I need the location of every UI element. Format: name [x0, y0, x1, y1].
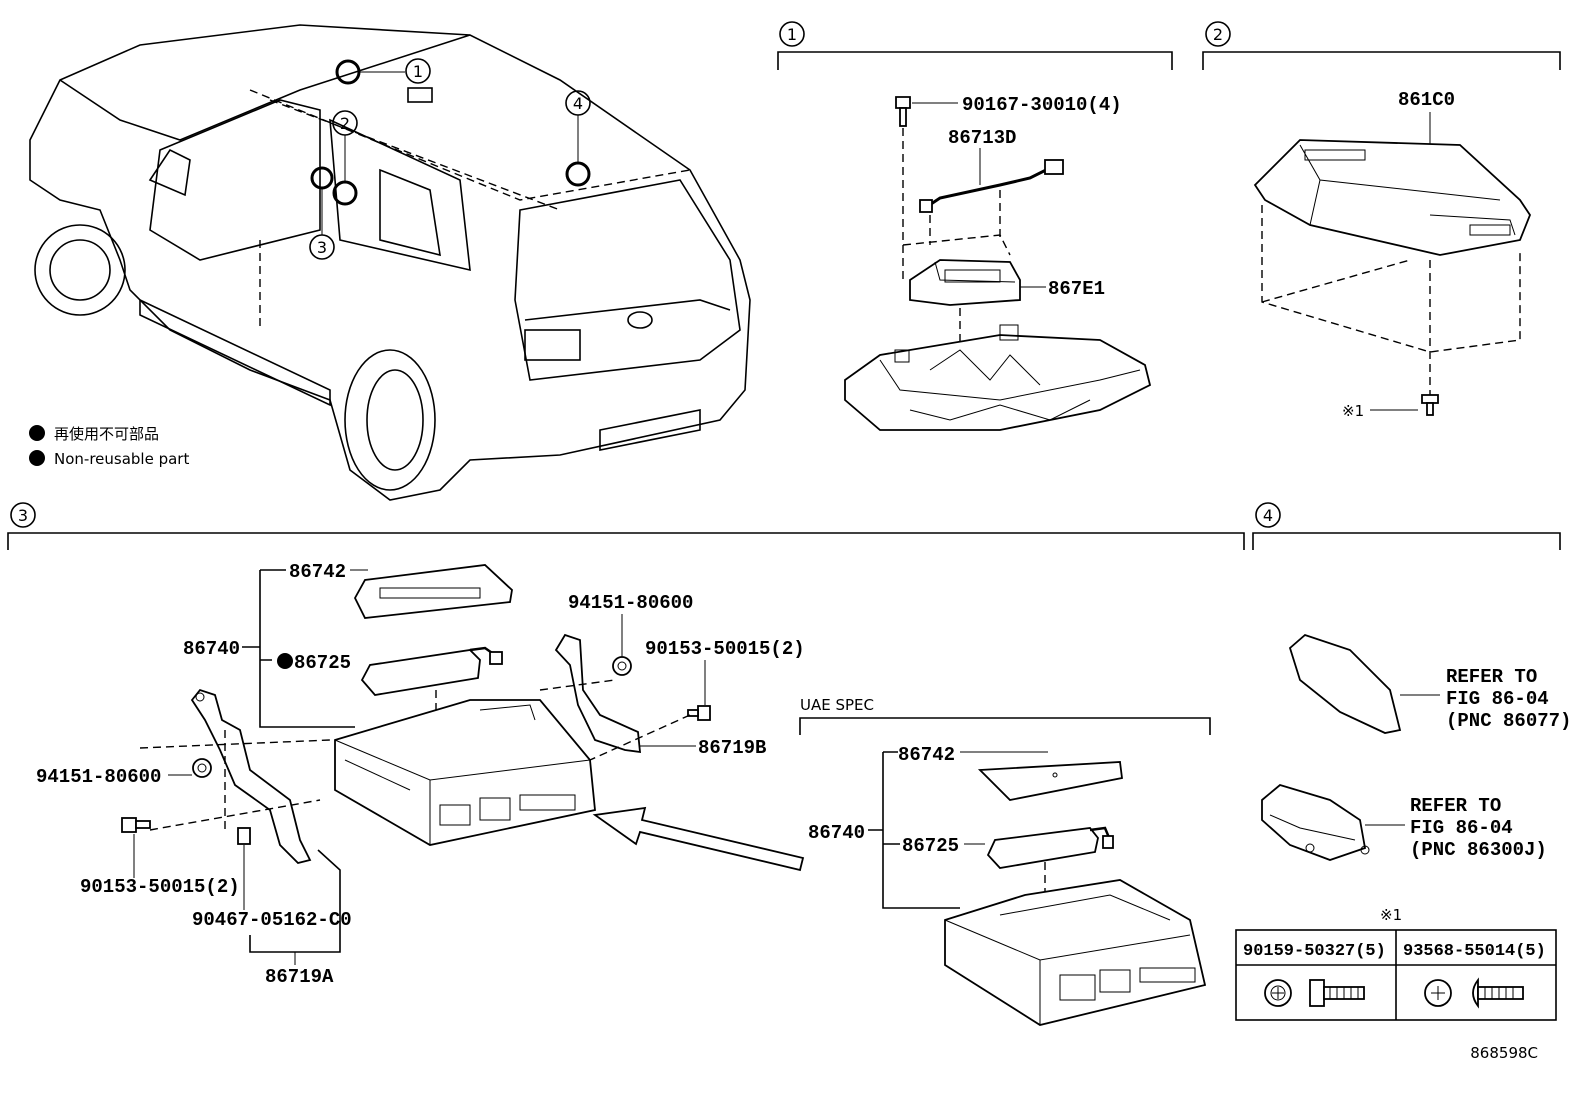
clip-90467-icon: [237, 827, 251, 845]
cover-86742: [353, 564, 513, 619]
non-reusable-dot-icon: [277, 653, 293, 669]
refer-2-line-2: FIG 86-04: [1410, 817, 1513, 839]
label-94151-a: 94151-80600: [568, 592, 693, 614]
section-1-number: 1: [787, 25, 797, 44]
cover-86742-uae: [977, 761, 1123, 801]
battery-86725-uae: [986, 826, 1114, 869]
legend-en: Non-reusable part: [54, 450, 189, 468]
antenna-86300J: [1261, 783, 1370, 861]
telematics-unit-86740: [334, 699, 596, 846]
label-uae-spec: UAE SPEC: [800, 696, 874, 714]
note-mark: ※1: [1380, 906, 1402, 924]
refer-1-line-2: FIG 86-04: [1446, 688, 1549, 710]
section-4-number: 4: [1263, 506, 1273, 525]
overhead-console: [844, 324, 1152, 431]
figure-id: 868598C: [1470, 1044, 1538, 1062]
module-867E1: [909, 259, 1021, 306]
section-3: 3 86742 86740 86725: [7, 502, 1245, 1026]
callout-4: 4: [565, 90, 591, 116]
bracket-86719A: [190, 688, 312, 864]
battery-86725: [360, 646, 503, 696]
label-86713D: 86713D: [948, 127, 1016, 149]
label-86740-a: 86740: [183, 638, 240, 660]
direction-arrow-icon: [592, 806, 805, 872]
ecu-861C0: [1253, 139, 1532, 256]
refer-2-line-1: REFER TO: [1410, 795, 1501, 817]
bolt-ref1-icon: [1421, 394, 1439, 416]
flange-bolt-icon: [1264, 979, 1365, 1007]
pan-screw-icon: [1424, 977, 1524, 1009]
svg-text:2: 2: [340, 114, 350, 133]
telematics-unit-uae: [944, 879, 1207, 1026]
callout-1: 1: [405, 58, 431, 84]
label-86742-a: 86742: [289, 561, 346, 583]
label-90153-a: 90153-50015(2): [645, 638, 805, 660]
table-header-1: 90159-50327(5): [1243, 942, 1386, 961]
legend: 再使用不可部品 Non-reusable part: [29, 425, 189, 468]
bolt-90153-a-icon: [687, 705, 711, 721]
section-4: 4 REFER TO FIG 86-04 (PNC 86077) REFER T…: [1235, 502, 1571, 1021]
svg-text:4: 4: [573, 94, 583, 113]
section-1: 1 90167-30010(4) 86713D 867E1: [777, 21, 1173, 431]
label-86725-b: 86725: [902, 835, 959, 857]
legend-jp: 再使用不可部品: [54, 425, 159, 443]
svg-text:1: 1: [413, 62, 423, 81]
label-86742-b: 86742: [898, 744, 955, 766]
label-90167: 90167-30010(4): [962, 94, 1122, 116]
label-90153-b: 90153-50015(2): [80, 876, 240, 898]
antenna-86077: [1288, 633, 1402, 734]
vehicle-illustration: [29, 24, 751, 501]
label-86719A: 86719A: [265, 966, 334, 988]
screw-90167-icon: [895, 96, 911, 127]
non-reusable-dot-icon: [29, 450, 45, 466]
bolt-90153-b-icon: [121, 817, 151, 833]
label-ref1: ※1: [1342, 402, 1364, 420]
callout-2: 2: [332, 110, 358, 136]
section-2-number: 2: [1213, 25, 1223, 44]
refer-1-line-3: (PNC 86077): [1446, 710, 1571, 732]
bracket-86719B: [554, 633, 642, 754]
callout-3: 3: [309, 234, 335, 260]
refer-2-line-3: (PNC 86300J): [1410, 839, 1547, 861]
label-861C0: 861C0: [1398, 89, 1455, 111]
section-3-number: 3: [18, 506, 28, 525]
label-867E1: 867E1: [1048, 278, 1105, 300]
refer-1-line-1: REFER TO: [1446, 666, 1537, 688]
label-90467: 90467-05162-C0: [192, 909, 352, 931]
nut-94151-b-icon: [192, 758, 212, 778]
label-86725-a: 86725: [294, 652, 351, 674]
table-header-2: 93568-55014(5): [1403, 942, 1546, 961]
non-reusable-dot-icon: [29, 425, 45, 441]
label-86719B: 86719B: [698, 737, 766, 759]
nut-94151-a-icon: [612, 656, 632, 676]
label-86740-b: 86740: [808, 822, 865, 844]
label-94151-b: 94151-80600: [36, 766, 161, 788]
section-2: 2 861C0 ※1: [1202, 21, 1561, 420]
fastener-table: 90159-50327(5) 93568-55014(5): [1235, 929, 1557, 1021]
svg-text:3: 3: [317, 238, 327, 257]
